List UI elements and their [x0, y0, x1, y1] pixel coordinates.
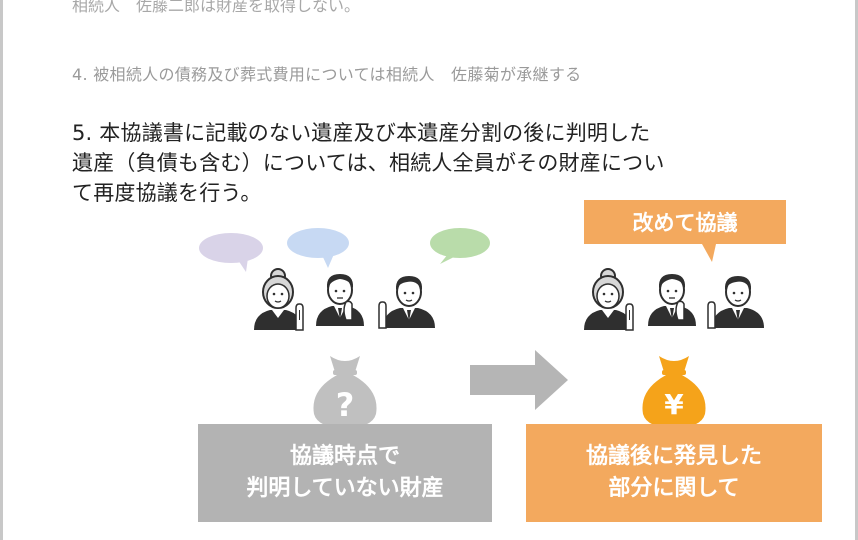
clause-3-tail: 相続人 佐藤二郎は財産を取得しない。 [72, 0, 361, 15]
heir-man-icon [707, 275, 765, 329]
heir-man-icon [378, 275, 436, 329]
yen-symbol: ¥ [664, 388, 684, 421]
question-mark: ? [336, 386, 355, 424]
clause-5: 5. 本協議書に記載のない遺産及び本遺産分割の後に判明した 遺産（負債も含む）に… [72, 118, 772, 208]
clause-4: 4. 被相続人の債務及び葬式費用については相続人 佐藤菊が承継する [72, 65, 582, 84]
speech-bubble-green [430, 228, 490, 264]
box-unknown-assets-line-1: 協議時点で [289, 444, 400, 469]
banner-rediscussion: 改めて協議 [584, 200, 786, 244]
clause-5-line-1: 5. 本協議書に記載のない遺産及び本遺産分割の後に判明した [72, 121, 651, 145]
money-bag-yen-icon: ¥ [642, 356, 706, 428]
heir-man-thinking-icon [647, 273, 697, 327]
clause-5-line-2: 遺産（負債も含む）については、相続人全員がその財産につい [72, 151, 665, 175]
box-discovered-assets: 協議後に発見した 部分に関して [526, 424, 822, 522]
money-bag-question-icon: ? [313, 356, 377, 428]
heir-woman-icon [253, 268, 304, 331]
clause-5-line-3: て再度協議を行う。 [72, 181, 262, 205]
box-discovered-assets-line-1: 協議後に発見した [585, 444, 762, 469]
banner-tail [702, 244, 716, 262]
box-discovered-assets-line-2: 部分に関して [608, 476, 740, 501]
heir-woman-icon [583, 268, 634, 331]
arrow-right-icon [470, 350, 568, 410]
heir-man-thinking-icon [315, 273, 365, 327]
speech-bubble-purple [199, 233, 263, 272]
box-unknown-assets-line-2: 判明していない財産 [246, 476, 444, 501]
speech-bubble-blue [287, 228, 349, 268]
box-unknown-assets: 協議時点で 判明していない財産 [198, 424, 492, 522]
